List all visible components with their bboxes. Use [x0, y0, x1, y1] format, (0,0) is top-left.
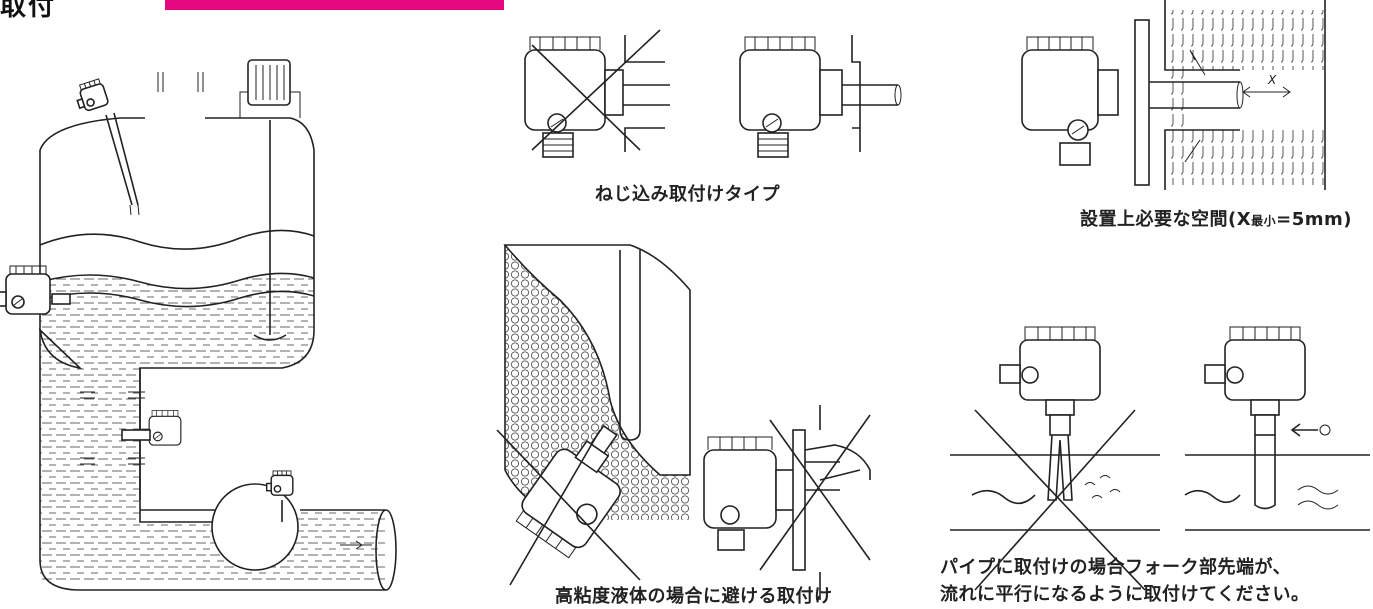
clearance-illustration: X	[1021, 0, 1326, 190]
dimension-x-label: X	[1267, 73, 1277, 87]
title-accent-bar	[165, 0, 504, 10]
pipe-orientation-illustration	[950, 326, 1370, 591]
caption-clearance: 設置上必要な空間(X最小=5mm)	[1080, 209, 1352, 230]
tank-installation-illustration	[0, 59, 397, 591]
caption-pipe-line2: 流れに平行になるように取付けてください。	[940, 584, 1310, 605]
caption-viscous: 高粘度液体の場合に避ける取付け	[555, 586, 833, 607]
viscous-liquid-illustration	[496, 244, 871, 600]
caption-thread-type: ねじ込み取付けタイプ	[595, 184, 780, 205]
threaded-mount-illustration	[524, 29, 902, 158]
page-title: 取付	[0, 0, 57, 22]
caption-pipe-line1: パイプに取付けの場合フォーク部先端が、	[940, 557, 1292, 578]
